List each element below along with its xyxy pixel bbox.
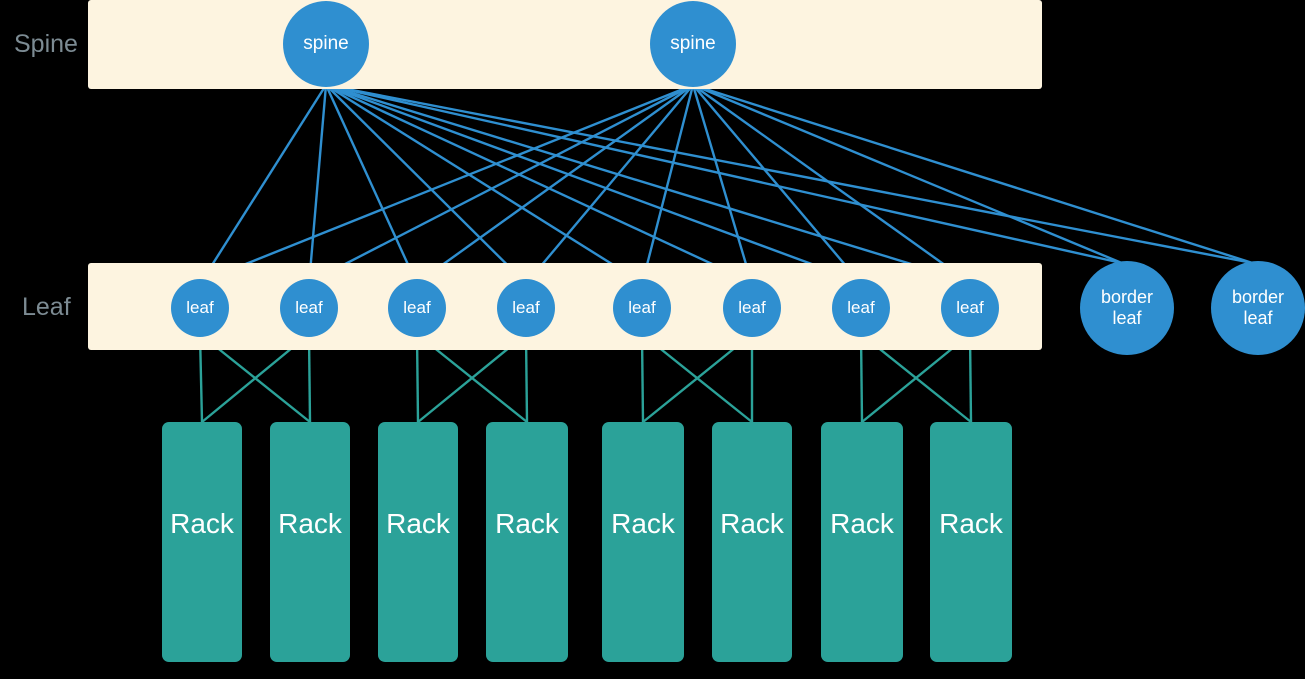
leaf-tier-label: Leaf — [22, 293, 71, 321]
rack-box-5[interactable]: Rack — [602, 422, 684, 662]
spine-leaf-link — [641, 84, 695, 282]
spine-node-1[interactable]: spine — [283, 1, 369, 87]
spine-leaf-link — [325, 83, 1122, 265]
rack-label: Rack — [720, 508, 784, 539]
border-leaf-node-1[interactable]: border leaf — [1080, 261, 1174, 355]
border-leaf-label-line2: leaf — [1243, 308, 1273, 328]
spine-tier-band — [88, 0, 1042, 89]
rack-box-7[interactable]: Rack — [821, 422, 903, 662]
spine-leaf-link — [200, 84, 328, 282]
leaf-node-label: leaf — [403, 298, 431, 317]
leaf-node-label: leaf — [295, 298, 323, 317]
spine-node-label: spine — [303, 33, 349, 54]
rack-box-1[interactable]: Rack — [162, 422, 242, 662]
leaf-node-4[interactable]: leaf — [497, 279, 555, 337]
leaf-node-label: leaf — [847, 298, 875, 317]
spine-leaf-link — [325, 83, 859, 283]
border-leaf-node-2[interactable]: border leaf — [1211, 261, 1305, 355]
rack-box-6[interactable]: Rack — [712, 422, 792, 662]
spine-leaf-link — [311, 83, 694, 283]
leaf-node-3[interactable]: leaf — [388, 279, 446, 337]
leaf-node-label: leaf — [186, 298, 214, 317]
border-leaf-label-line2: leaf — [1112, 308, 1142, 328]
spine-leaf-link — [692, 84, 860, 282]
spine-leaf-link — [308, 84, 328, 282]
spine-tier-label: Spine — [14, 30, 78, 58]
rack-box-4[interactable]: Rack — [486, 422, 568, 662]
spine-leaf-link — [325, 83, 1253, 265]
leaf-node-label: leaf — [512, 298, 540, 317]
spine-node-label: spine — [670, 33, 716, 54]
spine-leaf-link — [325, 83, 750, 283]
rack-label: Rack — [830, 508, 894, 539]
spine-leaf-link — [325, 83, 640, 283]
leaf-node-label: leaf — [956, 298, 984, 317]
leaf-node-7[interactable]: leaf — [832, 279, 890, 337]
spine-leaf-link — [527, 84, 694, 282]
spine-node-2[interactable]: spine — [650, 1, 736, 87]
leaf-node-6[interactable]: leaf — [723, 279, 781, 337]
spine-leaf-link — [691, 84, 753, 282]
spine-leaf-link — [419, 84, 694, 282]
border-leaf-label-line1: border — [1231, 287, 1285, 308]
leaf-tier-band — [88, 263, 1042, 350]
border-leaf-label-line1: border — [1100, 287, 1154, 308]
spine-leaf-link — [324, 84, 417, 282]
rack-label: Rack — [386, 508, 450, 539]
rack-label: Rack — [939, 508, 1003, 539]
leaf-node-1[interactable]: leaf — [171, 279, 229, 337]
leaf-node-2[interactable]: leaf — [280, 279, 338, 337]
rack-box-2[interactable]: Rack — [270, 422, 350, 662]
rack-label: Rack — [170, 508, 234, 539]
leaf-node-5[interactable]: leaf — [613, 279, 671, 337]
spine-leaf-link — [692, 83, 1123, 265]
rack-label: Rack — [611, 508, 675, 539]
leaf-node-8[interactable]: leaf — [941, 279, 999, 337]
rack-label: Rack — [278, 508, 342, 539]
spine-leaf-link — [692, 83, 1253, 265]
leaf-node-label: leaf — [628, 298, 656, 317]
spine-leaf-link — [202, 83, 694, 283]
rack-box-8[interactable]: Rack — [930, 422, 1012, 662]
spine-leaf-link — [692, 84, 968, 282]
rack-label: Rack — [495, 508, 559, 539]
spine-leaf-link — [325, 84, 525, 282]
spine-leaf-link — [325, 83, 968, 283]
rack-box-3[interactable]: Rack — [378, 422, 458, 662]
leaf-node-label: leaf — [738, 298, 766, 317]
